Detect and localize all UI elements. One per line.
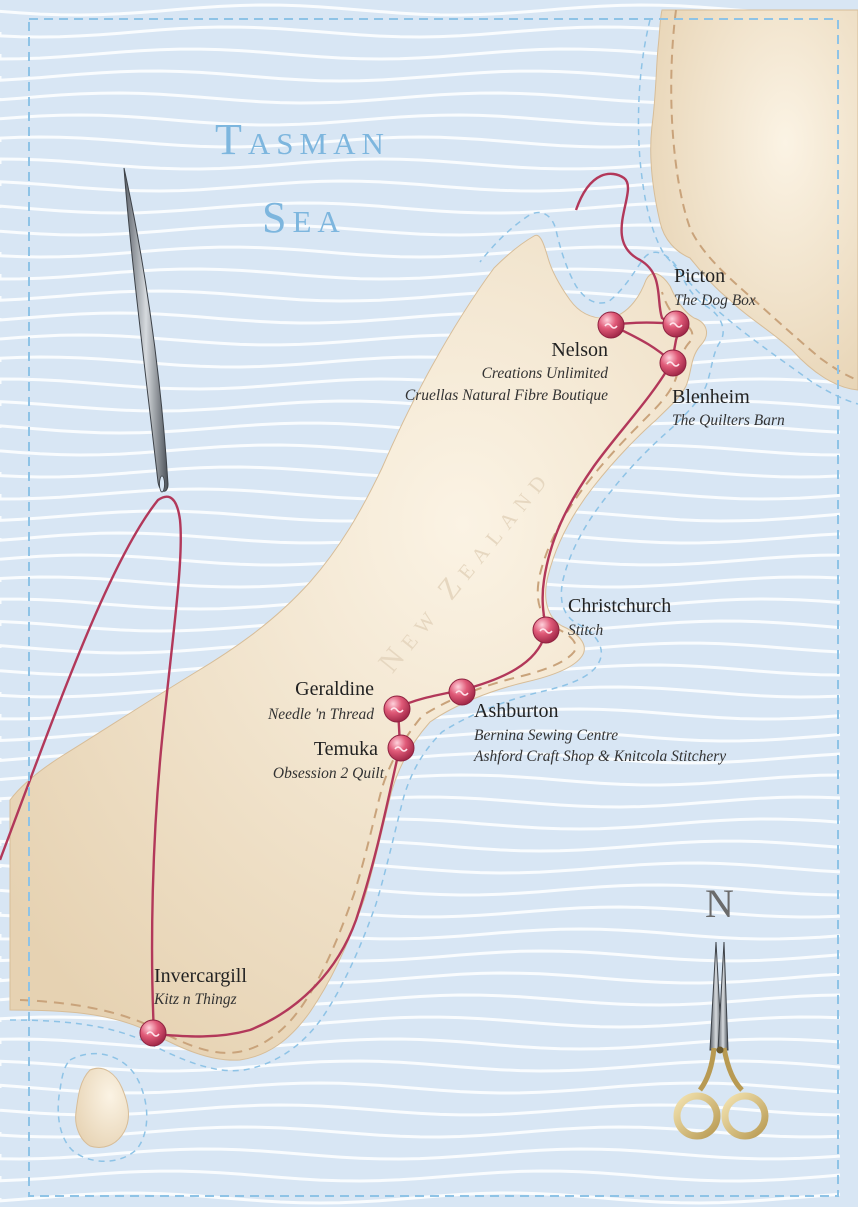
shop-label-invercargill: Kitz n Thingz bbox=[154, 991, 237, 1008]
wave-line bbox=[0, 355, 841, 369]
city-label-ashburton: Ashburton bbox=[474, 700, 559, 722]
pin-ashburton bbox=[448, 678, 476, 706]
pin-invercargill bbox=[139, 1019, 167, 1047]
wave-line bbox=[0, 311, 841, 325]
pin-christchurch bbox=[532, 616, 560, 644]
map-pins bbox=[139, 310, 690, 1047]
wave-line bbox=[0, 1081, 841, 1095]
sea-name-line2: Sea bbox=[262, 193, 346, 242]
wave-line bbox=[0, 333, 841, 347]
pin-picton bbox=[662, 310, 690, 338]
shop-label-christchurch: Stitch bbox=[568, 622, 604, 639]
pin-geraldine bbox=[383, 695, 411, 723]
wave-line bbox=[0, 377, 841, 391]
city-label-nelson: Nelson bbox=[551, 339, 608, 361]
shop-label-ashburton-2: Ashford Craft Shop & Knitcola Stitchery bbox=[474, 748, 727, 765]
city-label-temuka: Temuka bbox=[313, 738, 378, 760]
stewart-island bbox=[57, 1052, 148, 1162]
shop-label-ashburton-1: Bernina Sewing Centre bbox=[474, 727, 619, 744]
wave-line bbox=[0, 1059, 841, 1073]
wave-line bbox=[0, 399, 841, 413]
north-label: N bbox=[705, 881, 734, 926]
shop-label-blenheim: The Quilters Barn bbox=[672, 412, 785, 429]
map-border bbox=[28, 18, 839, 1197]
needle-icon bbox=[123, 167, 169, 493]
south-island-land bbox=[9, 211, 724, 1072]
wave-line bbox=[0, 267, 841, 281]
scissors-icon bbox=[673, 941, 769, 1140]
city-label-geraldine: Geraldine bbox=[295, 678, 374, 700]
shop-label-picton: The Dog Box bbox=[674, 292, 756, 309]
shop-label-nelson-1: Creations Unlimited bbox=[481, 365, 608, 382]
sea-name-line1: Tasman bbox=[215, 115, 390, 164]
wave-line bbox=[0, 1191, 841, 1205]
pin-temuka bbox=[387, 734, 415, 762]
north-island-land bbox=[637, 9, 858, 405]
wave-line bbox=[0, 289, 841, 303]
wave-line bbox=[0, 1169, 841, 1183]
city-label-blenheim: Blenheim bbox=[672, 386, 750, 408]
city-label-christchurch: Christchurch bbox=[568, 595, 672, 617]
pin-blenheim bbox=[659, 349, 687, 377]
pin-nelson bbox=[597, 311, 625, 339]
shop-label-temuka: Obsession 2 Quilt bbox=[272, 765, 384, 782]
city-label-invercargill: Invercargill bbox=[154, 965, 247, 987]
shop-label-nelson-2: Cruellas Natural Fibre Boutique bbox=[404, 387, 608, 404]
wave-line bbox=[0, 1147, 841, 1161]
city-label-picton: Picton bbox=[674, 265, 726, 287]
wave-line bbox=[0, 3, 840, 17]
shop-label-geraldine: Needle 'n Thread bbox=[267, 706, 374, 723]
wave-line bbox=[0, 1037, 841, 1051]
